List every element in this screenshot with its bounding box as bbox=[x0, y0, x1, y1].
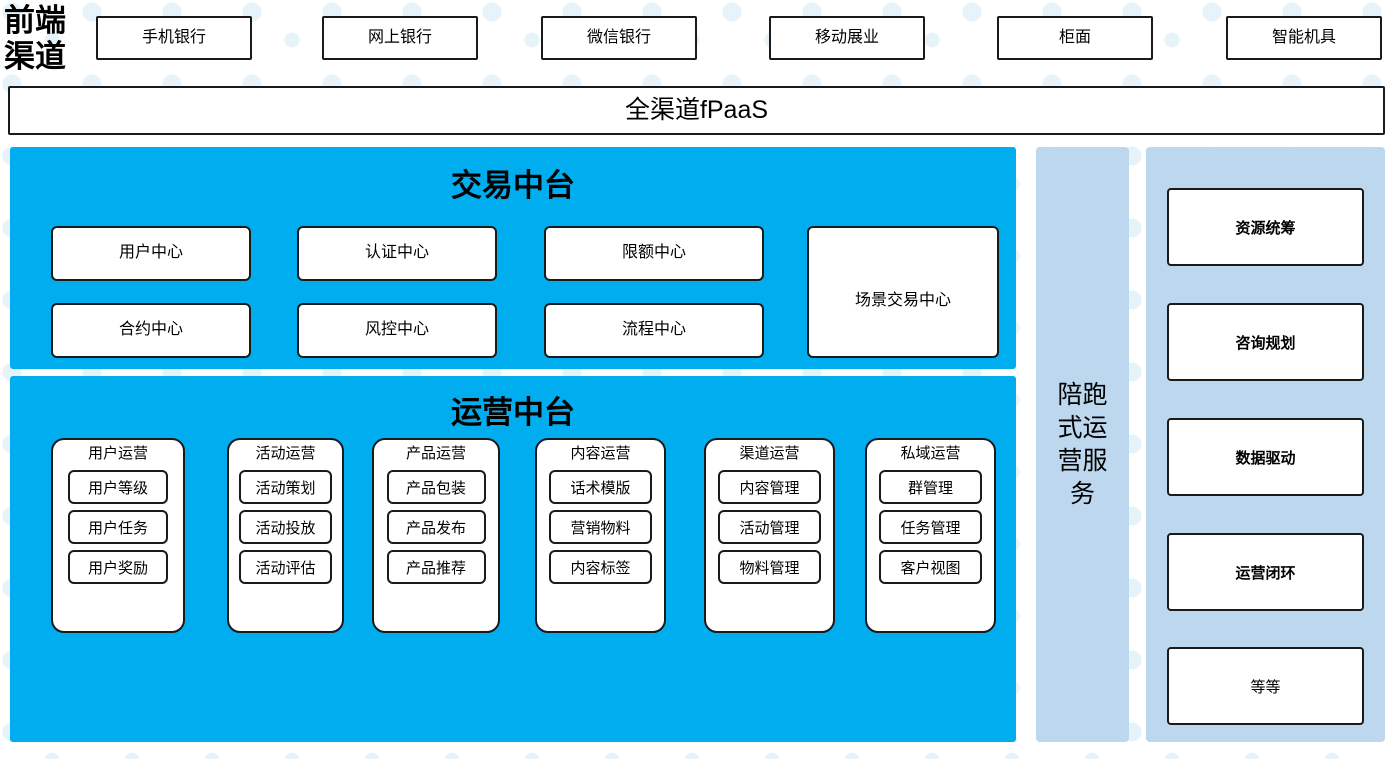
ops-item-1-1[interactable]: 用户等级 bbox=[68, 470, 168, 504]
channel-box-label: 智能机具 bbox=[1271, 28, 1336, 46]
ops-platform-panel: 运营中台 用户运营用户等级用户任务用户奖励活动运营活动策划活动投放活动评估产品运… bbox=[10, 376, 1016, 742]
service-column: 陪跑式运营服务 bbox=[1036, 147, 1129, 742]
ops-item-1-3[interactable]: 用户奖励 bbox=[68, 550, 168, 584]
ops-item-2-3[interactable]: 活动评估 bbox=[239, 550, 332, 584]
ops-column-title: 产品运营 bbox=[405, 445, 466, 462]
front-channel-label: 前端渠道 bbox=[4, 2, 88, 76]
channel-box-3[interactable]: 微信银行 bbox=[541, 16, 697, 60]
ops-item-4-2[interactable]: 营销物料 bbox=[549, 510, 652, 544]
scene-trade-center-label: 场景交易中心 bbox=[854, 291, 951, 309]
ops-item-4-1[interactable]: 话术模版 bbox=[549, 470, 652, 504]
channel-box-label: 柜面 bbox=[1058, 28, 1091, 46]
trade-center-box-6[interactable]: 流程中心 bbox=[544, 303, 764, 358]
ops-item-3-2[interactable]: 产品发布 bbox=[386, 510, 486, 544]
trade-center-box-3[interactable]: 限额中心 bbox=[544, 226, 764, 281]
ops-column-title: 用户运营 bbox=[87, 445, 148, 462]
ops-column-5: 渠道运营内容管理活动管理物料管理 bbox=[704, 438, 835, 633]
ops-item-6-3[interactable]: 客户视图 bbox=[879, 550, 982, 584]
ops-item-3-1[interactable]: 产品包装 bbox=[386, 470, 486, 504]
trade-center-box-label: 合约中心 bbox=[118, 321, 183, 339]
ops-item-5-2[interactable]: 活动管理 bbox=[718, 510, 821, 544]
capability-card-5[interactable]: 等等 bbox=[1167, 647, 1364, 725]
trade-center-box-4[interactable]: 合约中心 bbox=[51, 303, 251, 358]
ops-item-5-1[interactable]: 内容管理 bbox=[718, 470, 821, 504]
ops-item-6-1[interactable]: 群管理 bbox=[879, 470, 982, 504]
trade-center-box-5[interactable]: 风控中心 bbox=[297, 303, 497, 358]
channel-box-5[interactable]: 柜面 bbox=[997, 16, 1153, 60]
ops-item-5-3[interactable]: 物料管理 bbox=[718, 550, 821, 584]
ops-column-title: 渠道运营 bbox=[739, 445, 800, 462]
trade-center-box-label: 认证中心 bbox=[364, 244, 429, 262]
front-channel-label-text: 前端渠道 bbox=[4, 3, 66, 74]
ops-item-4-3[interactable]: 内容标签 bbox=[549, 550, 652, 584]
trade-center-box-label: 用户中心 bbox=[118, 244, 183, 262]
scene-trade-center-box[interactable]: 场景交易中心 bbox=[807, 226, 999, 358]
ops-column-title: 内容运营 bbox=[570, 445, 631, 462]
ops-item-6-2[interactable]: 任务管理 bbox=[879, 510, 982, 544]
ops-platform-title: 运营中台 bbox=[451, 395, 575, 430]
ops-column-6: 私域运营群管理任务管理客户视图 bbox=[865, 438, 996, 633]
ops-column-3: 产品运营产品包装产品发布产品推荐 bbox=[372, 438, 500, 633]
trade-center-box-label: 限额中心 bbox=[621, 244, 686, 262]
channel-box-label: 手机银行 bbox=[141, 28, 206, 46]
service-column-label: 陪跑式运营服务 bbox=[1057, 380, 1108, 508]
ops-column-title: 私域运营 bbox=[900, 445, 961, 462]
capability-card-4[interactable]: 运营闭环 bbox=[1167, 533, 1364, 611]
ops-column-2: 活动运营活动策划活动投放活动评估 bbox=[227, 438, 344, 633]
ops-item-2-2[interactable]: 活动投放 bbox=[239, 510, 332, 544]
trade-center-box-1[interactable]: 用户中心 bbox=[51, 226, 251, 281]
channel-box-2[interactable]: 网上银行 bbox=[322, 16, 478, 60]
ops-item-1-2[interactable]: 用户任务 bbox=[68, 510, 168, 544]
fpaas-bar-label: 全渠道fPaaS bbox=[624, 96, 769, 125]
trade-center-box-label: 流程中心 bbox=[621, 321, 686, 339]
capability-card-2[interactable]: 咨询规划 bbox=[1167, 303, 1364, 381]
ops-column-4: 内容运营话术模版营销物料内容标签 bbox=[535, 438, 666, 633]
ops-item-3-3[interactable]: 产品推荐 bbox=[386, 550, 486, 584]
ops-item-2-1[interactable]: 活动策划 bbox=[239, 470, 332, 504]
trade-center-box-2[interactable]: 认证中心 bbox=[297, 226, 497, 281]
channel-box-label: 微信银行 bbox=[586, 28, 651, 46]
fpaas-bar[interactable]: 全渠道fPaaS bbox=[8, 86, 1385, 135]
channel-box-label: 网上银行 bbox=[367, 28, 432, 46]
capability-card-1[interactable]: 资源统筹 bbox=[1167, 188, 1364, 266]
ops-column-title: 活动运营 bbox=[255, 445, 316, 462]
capability-card-3[interactable]: 数据驱动 bbox=[1167, 418, 1364, 496]
channel-box-4[interactable]: 移动展业 bbox=[769, 16, 925, 60]
channel-box-6[interactable]: 智能机具 bbox=[1226, 16, 1382, 60]
ops-column-1: 用户运营用户等级用户任务用户奖励 bbox=[51, 438, 185, 633]
trade-platform-title: 交易中台 bbox=[451, 168, 575, 203]
channel-box-1[interactable]: 手机银行 bbox=[96, 16, 252, 60]
capability-column: 资源统筹咨询规划数据驱动运营闭环等等 bbox=[1146, 147, 1385, 742]
trade-center-box-label: 风控中心 bbox=[364, 321, 429, 339]
trade-platform-panel: 交易中台 用户中心 认证中心 限额中心合约中心 风控中心 流程中心 场景交易中心 bbox=[10, 147, 1016, 369]
channel-box-label: 移动展业 bbox=[814, 28, 879, 46]
